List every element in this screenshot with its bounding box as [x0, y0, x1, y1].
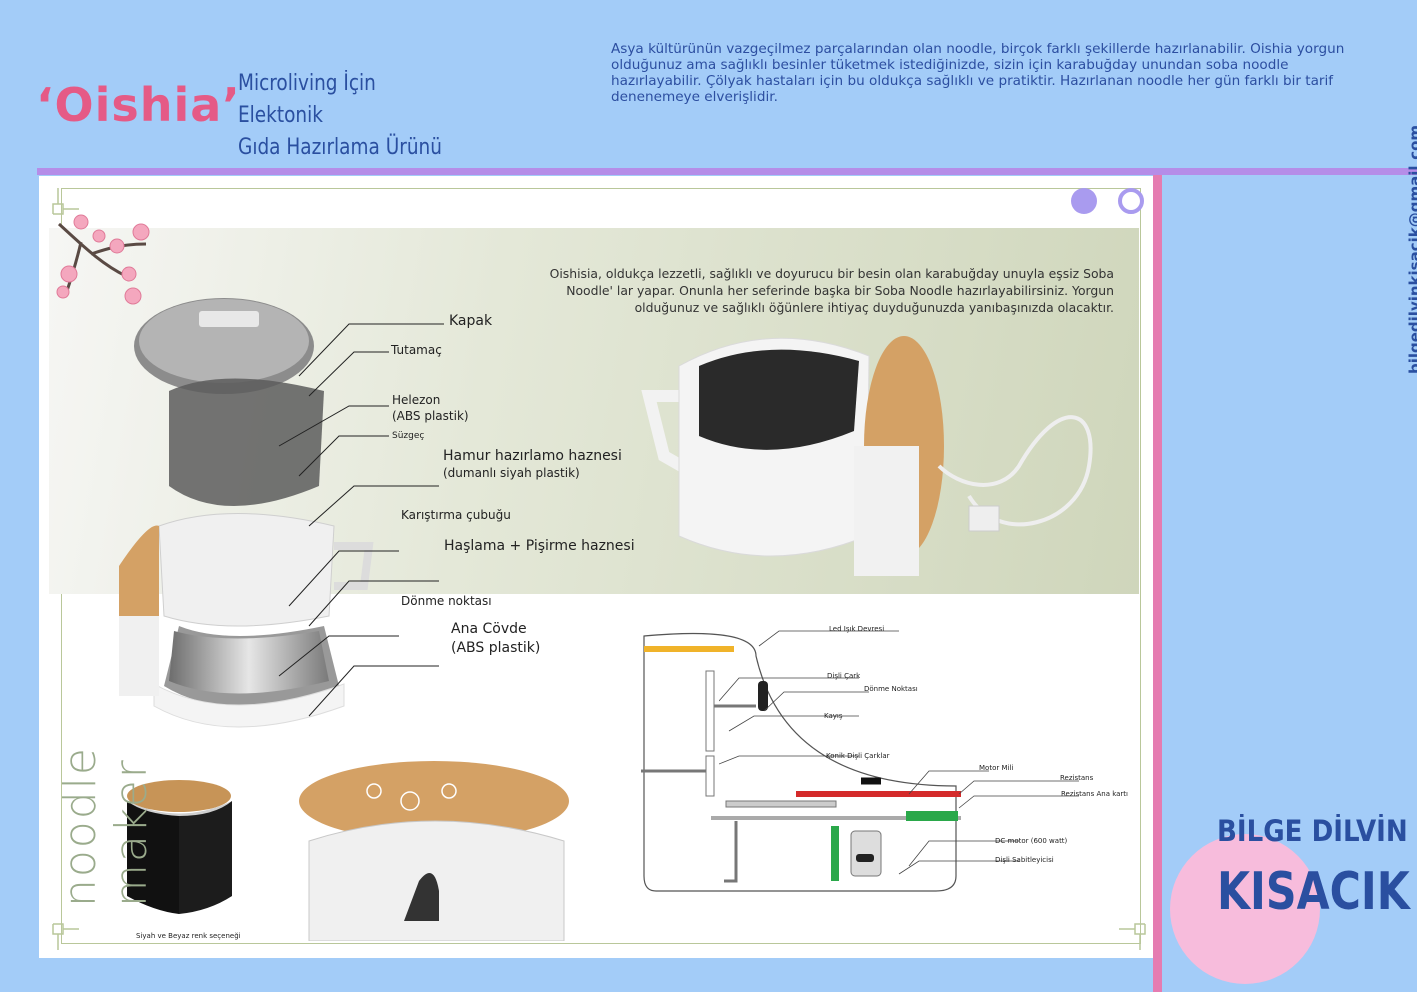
leader-lines	[278, 323, 444, 717]
label-karistirma: Karıştırma çubuğu	[401, 508, 511, 522]
subtitle-line-2: Gıda Hazırlama Ürünü	[238, 135, 442, 160]
control-panel-render	[299, 761, 569, 941]
corner-ornament-icon	[52, 923, 79, 950]
diagram-label-donme: Dönme Noktası	[864, 685, 918, 693]
color-option-caption: Siyah ve Beyaz renk seçeneği	[136, 932, 241, 940]
product-description: Oishisia, oldukça lezzetli, sağlıklı ve …	[549, 266, 1114, 315]
label-suzgec: Süzgeç	[392, 431, 425, 441]
cherry-blossom-icon	[56, 214, 150, 305]
diagram-label-konik: Konik Dişli Çarklar	[826, 752, 890, 760]
ring-dot-icon	[1118, 188, 1144, 214]
diagram-label-led: Led Işık Devresi	[829, 625, 885, 633]
purple-divider	[37, 168, 1417, 175]
diagram-label-disli-sabit: Dişli Sabitleyicisi	[995, 856, 1054, 864]
presentation-sheet: Oishisia, oldukça lezzetli, sağlıklı ve …	[39, 176, 1153, 958]
label-hamur-sub: (dumanlı siyah plastik)	[443, 466, 580, 480]
corner-ornament-icon	[52, 188, 79, 215]
color-option-render	[127, 780, 232, 914]
diagram-label-rezistans-ana: Rezistans Ana kartı	[1061, 790, 1128, 798]
label-hamur: Hamur hazırlamo haznesi	[443, 448, 622, 464]
diagram-label-disli-cark: Dişli Çark	[827, 672, 861, 680]
diagram-label-motor-mili: Motor Mili	[979, 764, 1014, 772]
vertical-noodle-maker-text: noodle maker	[55, 746, 157, 907]
product-subtitle: Microliving İçin Elektonik Gıda Hazırlam…	[238, 68, 456, 164]
label-kapak: Kapak	[449, 313, 493, 329]
designer-last-name: KISACIK	[1217, 862, 1410, 922]
designer-first-name: BİLGE DİLVİN	[1217, 814, 1408, 848]
diagram-label-dc-motor: DC motor (600 watt)	[995, 837, 1068, 845]
brand-title: ‘Oishia’	[36, 78, 241, 132]
pink-divider	[1153, 175, 1162, 992]
subtitle-line-1: Microliving İçin Elektonik	[238, 71, 376, 128]
contact-email[interactable]: bilgedilvinkisacik@gmail.com	[1406, 124, 1417, 374]
assembled-product-render	[641, 336, 1093, 576]
label-ana-govde-sub: (ABS plastik)	[451, 640, 541, 656]
diagram-label-rezistans: Rezistans	[1060, 774, 1094, 782]
technical-diagram	[641, 632, 961, 892]
intro-paragraph: Asya kültürünün vazgeçilmez parçalarında…	[611, 41, 1345, 105]
pink-circle-decoration	[1170, 834, 1320, 984]
label-tutamac: Tutamaç	[391, 343, 442, 357]
label-ana-govde: Ana Cövde	[451, 621, 527, 637]
diagram-leader-lines	[719, 630, 1079, 875]
corner-ornament-icon	[1119, 923, 1146, 950]
label-helezon-sub: (ABS plastik)	[392, 409, 469, 423]
filled-dot-icon	[1071, 188, 1097, 214]
label-helezon: Helezon	[392, 393, 441, 407]
diagram-label-kayis: Kayış	[824, 712, 843, 720]
label-donme: Dönme noktası	[401, 594, 492, 608]
label-haslama: Haşlama + Pişirme haznesi	[444, 538, 635, 554]
exploded-view-illustration	[119, 298, 374, 728]
